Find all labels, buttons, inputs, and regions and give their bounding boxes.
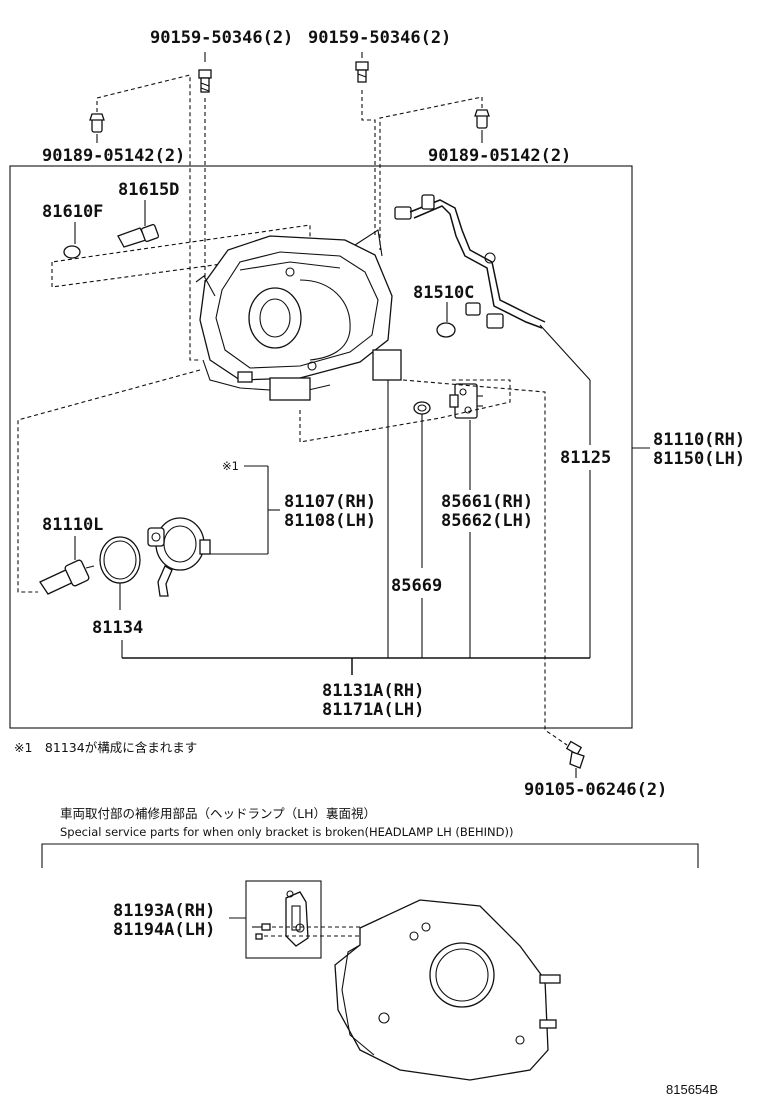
bracket-81193a-icon — [285, 890, 309, 947]
bolt-top-right-icon — [355, 52, 369, 83]
bracket-81193a-box — [245, 880, 322, 959]
bulb-81610f-icon — [63, 245, 81, 259]
leader-bolt-right — [361, 90, 376, 235]
socket-85661-icon — [449, 383, 483, 419]
service-title-jp: 車両取付部の補修用部品（ヘッドランプ（LH）裏面視） — [60, 806, 376, 821]
label-81194a-lh: 81194A(LH) — [113, 920, 215, 940]
bulb-81110l-icon — [39, 559, 95, 595]
service-section-bracket — [41, 843, 699, 868]
note-marker: ※1 — [222, 459, 239, 473]
label-81107-rh: 81107(RH) — [284, 492, 376, 512]
label-85662-lh: 85662(LH) — [441, 511, 533, 531]
bulb-subassembly-dashed-box — [51, 224, 311, 288]
cap-81510c-icon — [436, 322, 456, 338]
label-81615d: 81615D — [118, 180, 179, 200]
diagram-code: 815654B — [666, 1082, 718, 1097]
label-81125: 81125 — [560, 448, 611, 468]
label-81171a-lh: 81171A(LH) — [322, 700, 424, 720]
label-clip-right: 90189-05142(2) — [428, 146, 571, 166]
service-title-en: Special service parts for when only brac… — [60, 825, 513, 839]
label-clip-left: 90189-05142(2) — [42, 146, 185, 166]
oring-81134-icon — [99, 536, 141, 584]
cover-81107-icon — [147, 517, 211, 597]
label-81110l: 81110L — [42, 515, 103, 535]
label-81134: 81134 — [92, 618, 143, 638]
leader-clip-left — [96, 74, 200, 361]
socket-dashed-boundary — [299, 379, 511, 443]
label-bolt-top-right: 90159-50346(2) — [308, 28, 451, 48]
clip-right-icon — [474, 109, 490, 143]
wire-harness-81125-icon — [394, 194, 546, 329]
assembly-boundary-box — [9, 165, 633, 729]
label-81193a-rh: 81193A(RH) — [113, 901, 215, 921]
footnote-note-1: ※1 81134が構成に含まれます — [14, 740, 197, 755]
label-81131a-rh: 81131A(RH) — [322, 681, 424, 701]
label-81108-lh: 81108(LH) — [284, 511, 376, 531]
bolt-bottom-icon — [565, 740, 585, 769]
leader-clip-right — [379, 96, 483, 250]
label-bolt-top-left: 90159-50346(2) — [150, 28, 293, 48]
label-81150-lh: 81150(LH) — [653, 449, 745, 469]
label-85669: 85669 — [391, 576, 442, 596]
screw-small-icon — [252, 923, 271, 940]
label-81510c: 81510C — [413, 283, 474, 303]
leader-bolt-bottom — [402, 379, 568, 746]
headlamp-lh-behind-icon — [334, 899, 561, 1081]
clip-left-icon — [89, 113, 105, 143]
bulb-dashed-envelope — [17, 369, 201, 593]
label-81610f: 81610F — [42, 202, 103, 222]
label-85661-rh: 85661(RH) — [441, 492, 533, 512]
bolt-top-left-icon — [198, 52, 212, 93]
gasket-85669-icon — [413, 401, 431, 415]
label-bolt-bottom: 90105-06246(2) — [524, 780, 667, 800]
headlamp-housing-icon — [195, 229, 402, 401]
label-81110-rh: 81110(RH) — [653, 430, 745, 450]
bulb-81615d-icon — [117, 223, 160, 248]
